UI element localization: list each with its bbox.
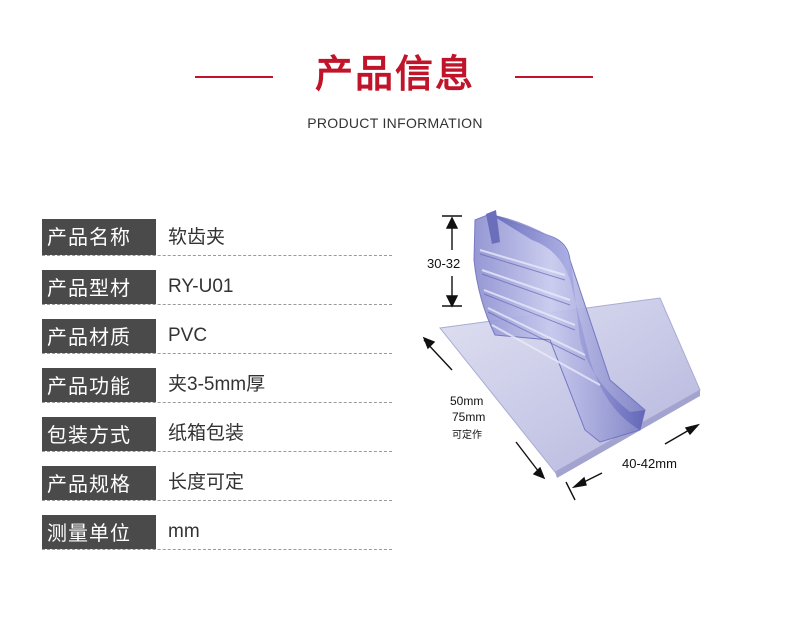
spec-value: RY-U01 (168, 276, 234, 297)
spec-row-size: 产品规格 长度可定 (42, 452, 392, 501)
length-dimension-arrow (422, 336, 546, 480)
spec-value: PVC (168, 325, 208, 346)
title-divider-left (195, 76, 273, 78)
spec-row-packaging: 包装方式 纸箱包装 (42, 403, 392, 452)
length-dim-label-1: 50mm (450, 394, 484, 408)
spec-label: 产品名称 (42, 219, 156, 255)
spec-value: 夹3-5mm厚 (168, 374, 266, 395)
width-dim-label: 40-42mm (622, 456, 677, 471)
header: 产品信息 PRODUCT INFORMATION (0, 0, 790, 150)
length-dim-label-2: 75mm (452, 410, 486, 424)
height-dimension-arrow (442, 215, 462, 308)
page-subtitle: PRODUCT INFORMATION (307, 115, 483, 131)
clip-teeth (479, 249, 601, 386)
width-dimension-arrow (565, 423, 701, 501)
clip-rib (490, 214, 645, 430)
product-figure: 30-32 50mm 75mm 可定作 40-42mm (400, 180, 730, 510)
spec-value: 纸箱包装 (168, 423, 245, 444)
spec-value: 软齿夹 (168, 227, 226, 248)
spec-label: 产品规格 (42, 466, 156, 500)
spec-row-material: 产品材质 PVC (42, 305, 392, 354)
title-divider-right (515, 76, 593, 78)
spec-value: mm (168, 521, 200, 542)
spec-value: 长度可定 (168, 472, 245, 493)
length-dim-note: 可定作 (452, 430, 482, 441)
height-dim-label: 30-32 (427, 256, 461, 271)
clip-slit (486, 210, 500, 244)
page-title: 产品信息 (314, 52, 475, 96)
product-illustration (422, 210, 701, 501)
spec-label: 测量单位 (42, 515, 156, 549)
spec-label: 产品功能 (42, 368, 156, 402)
spec-row-unit: 测量单位 mm (42, 501, 392, 550)
spec-row-function: 产品功能 夹3-5mm厚 (42, 354, 392, 403)
spec-label: 产品型材 (42, 270, 156, 304)
spec-row-name: 产品名称 软齿夹 (42, 210, 392, 256)
spec-label: 产品材质 (42, 319, 156, 353)
spec-label: 包装方式 (42, 417, 156, 451)
spec-table: 产品名称 软齿夹 产品型材 RY-U01 产品材质 PVC 产品功能 夹3-5m… (42, 210, 392, 550)
spec-row-model: 产品型材 RY-U01 (42, 256, 392, 305)
